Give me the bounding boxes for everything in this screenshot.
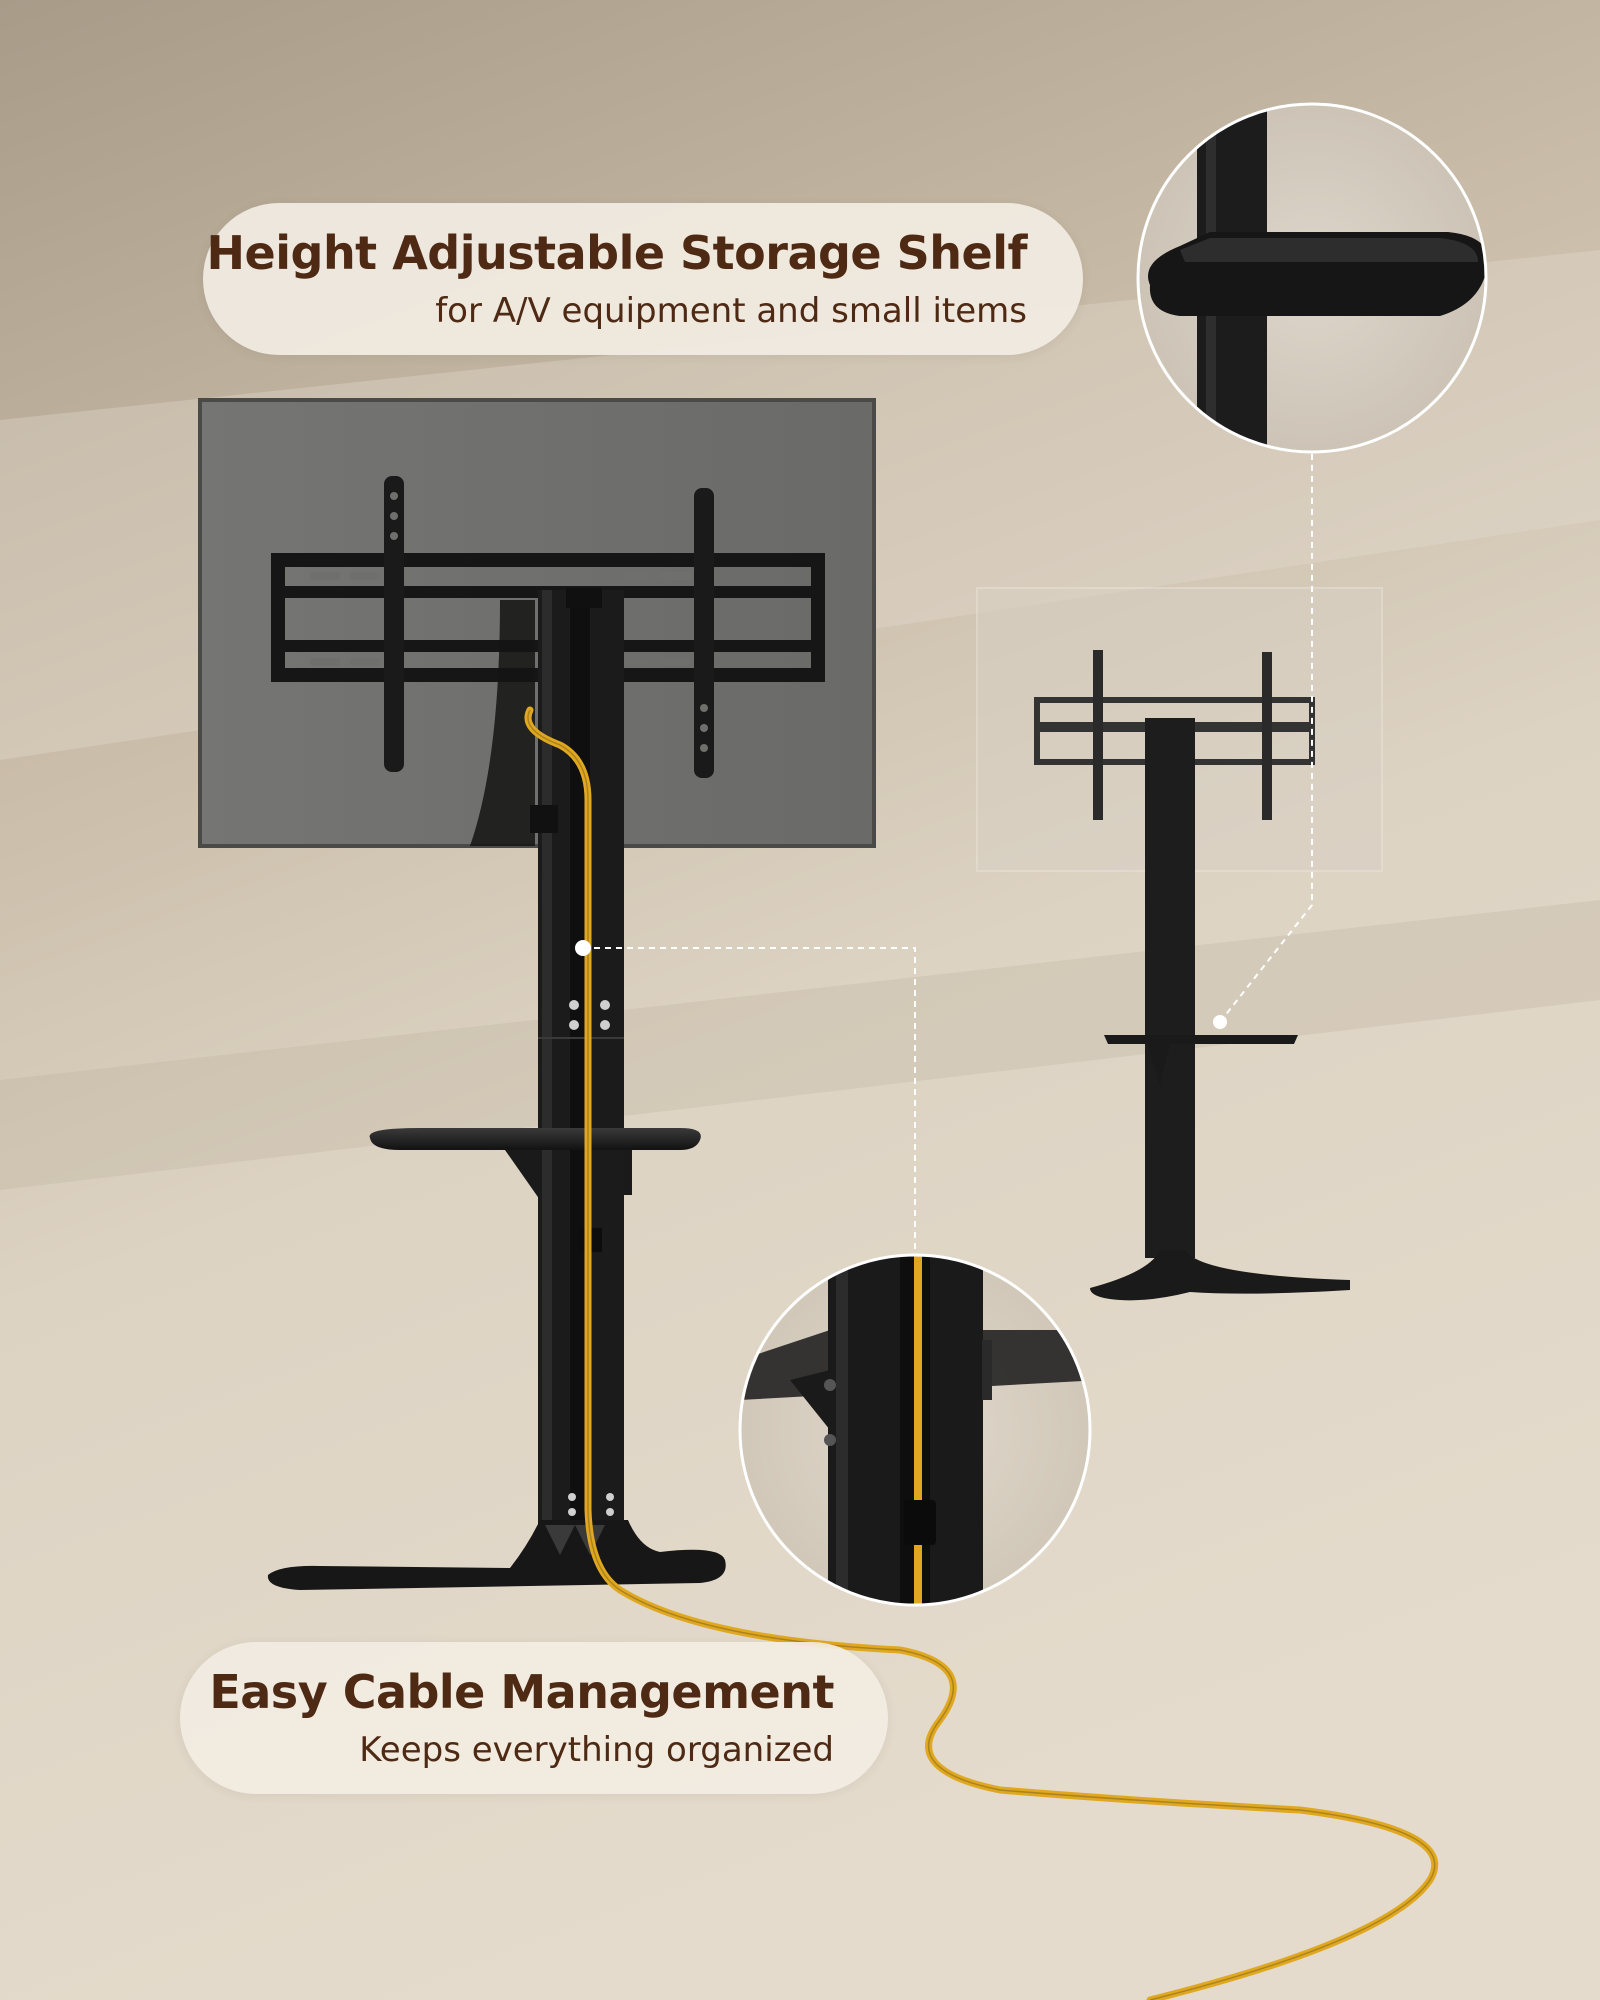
shadow-band — [0, 900, 1600, 1190]
inset-cable-detail — [738, 1253, 1092, 1607]
tv-panel — [198, 398, 876, 848]
callout-cable-subtitle: Keeps everything organized — [359, 1730, 834, 1770]
storage-shelf — [369, 1128, 701, 1200]
callout-cable-title: Easy Cable Management — [209, 1665, 834, 1719]
callout-shelf-title: Height Adjustable Storage Shelf — [206, 226, 1028, 280]
callout-shelf-subtitle: for A/V equipment and small items — [435, 291, 1027, 331]
inset-shelf-detail — [1136, 102, 1488, 454]
callout-shelf: Height Adjustable Storage Shelf for A/V … — [203, 203, 1083, 355]
stand-column — [530, 588, 624, 1555]
leader-line-cable — [575, 940, 916, 1255]
leader-line-shelf — [1219, 452, 1313, 1023]
rear-stand — [976, 587, 1383, 1301]
callout-cable: Easy Cable Management Keeps everything o… — [180, 1642, 888, 1794]
